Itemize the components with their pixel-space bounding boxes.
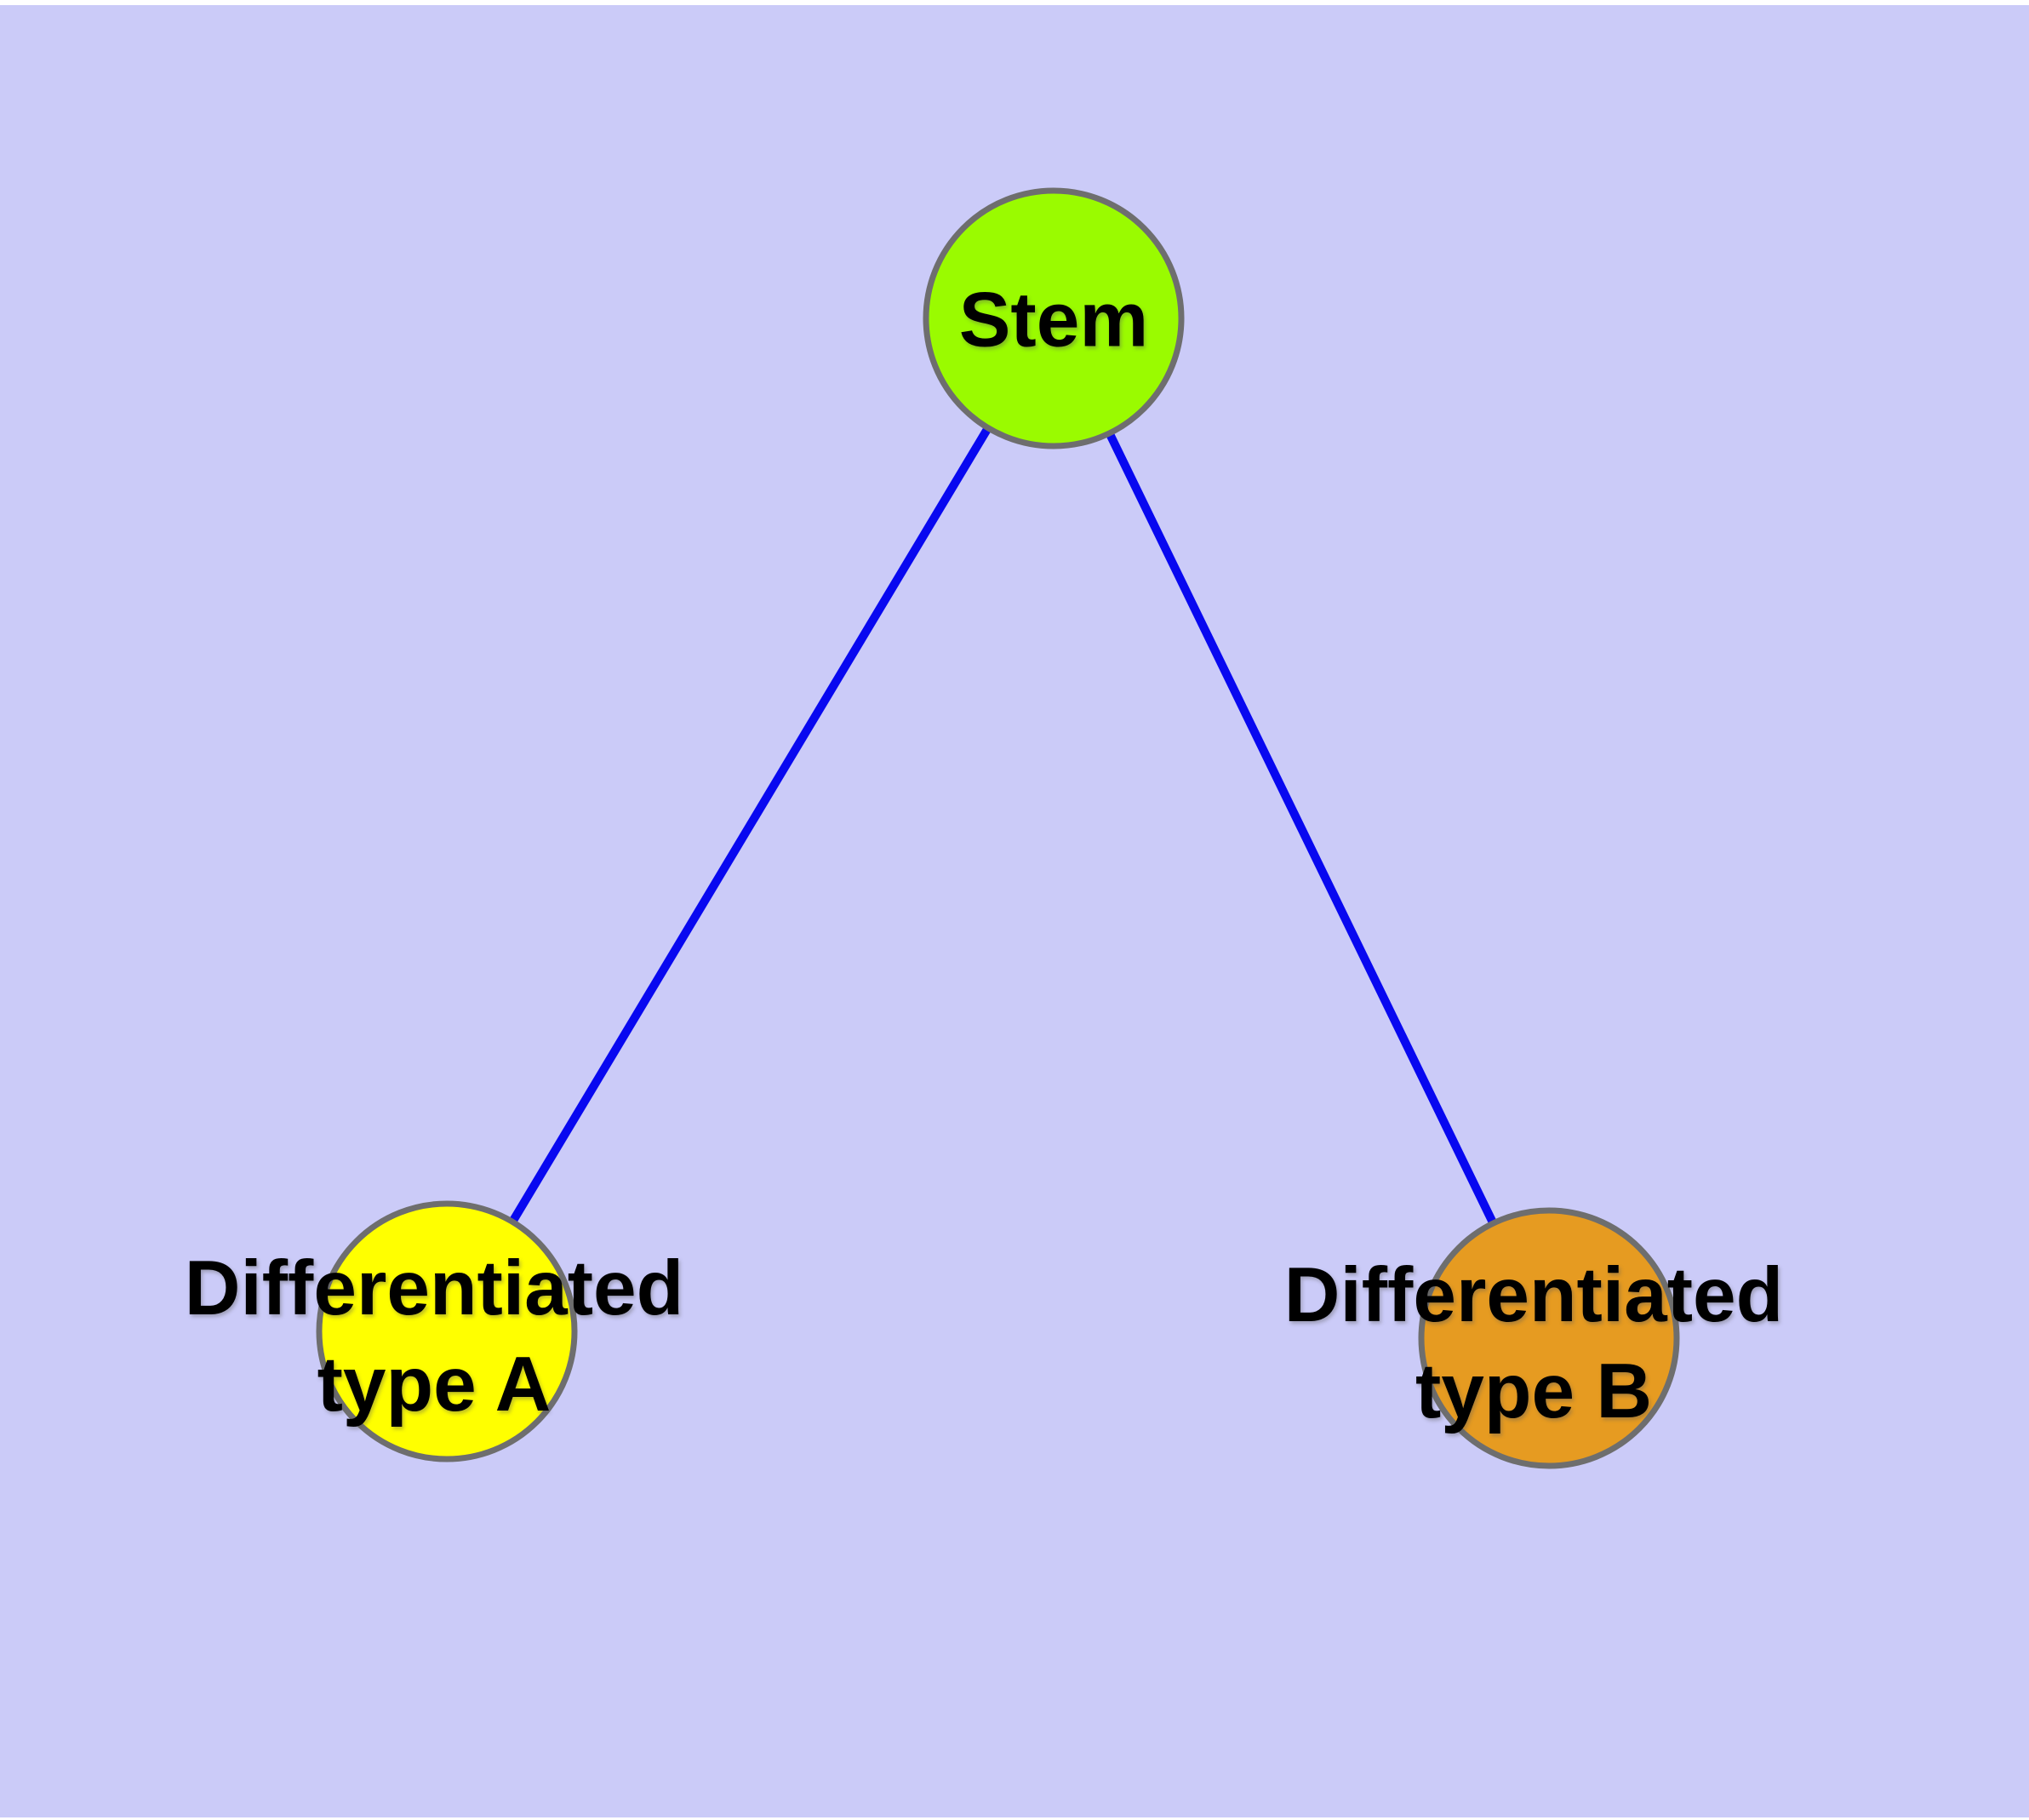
node-type-a-label-line1: Differentiated	[184, 1245, 684, 1331]
node-type-a-label-line2: type A	[317, 1342, 552, 1428]
node-type-b-label-line2: type B	[1415, 1348, 1653, 1434]
node-type-a-label: Differentiated type A	[185, 1240, 684, 1433]
node-type-b-circle	[1418, 1207, 1680, 1469]
node-stem-circle	[923, 187, 1185, 449]
edge-stem-to-type-b	[1049, 316, 1553, 1341]
node-stem-label: Stem	[959, 272, 1149, 369]
node-type-b-label-line1: Differentiated	[1283, 1252, 1784, 1338]
edge-stem-to-type-a	[443, 316, 1058, 1334]
node-type-a-circle	[316, 1200, 578, 1462]
node-type-b-label: Differentiated type B	[1284, 1247, 1784, 1439]
node-stem-label-text: Stem	[958, 277, 1149, 363]
